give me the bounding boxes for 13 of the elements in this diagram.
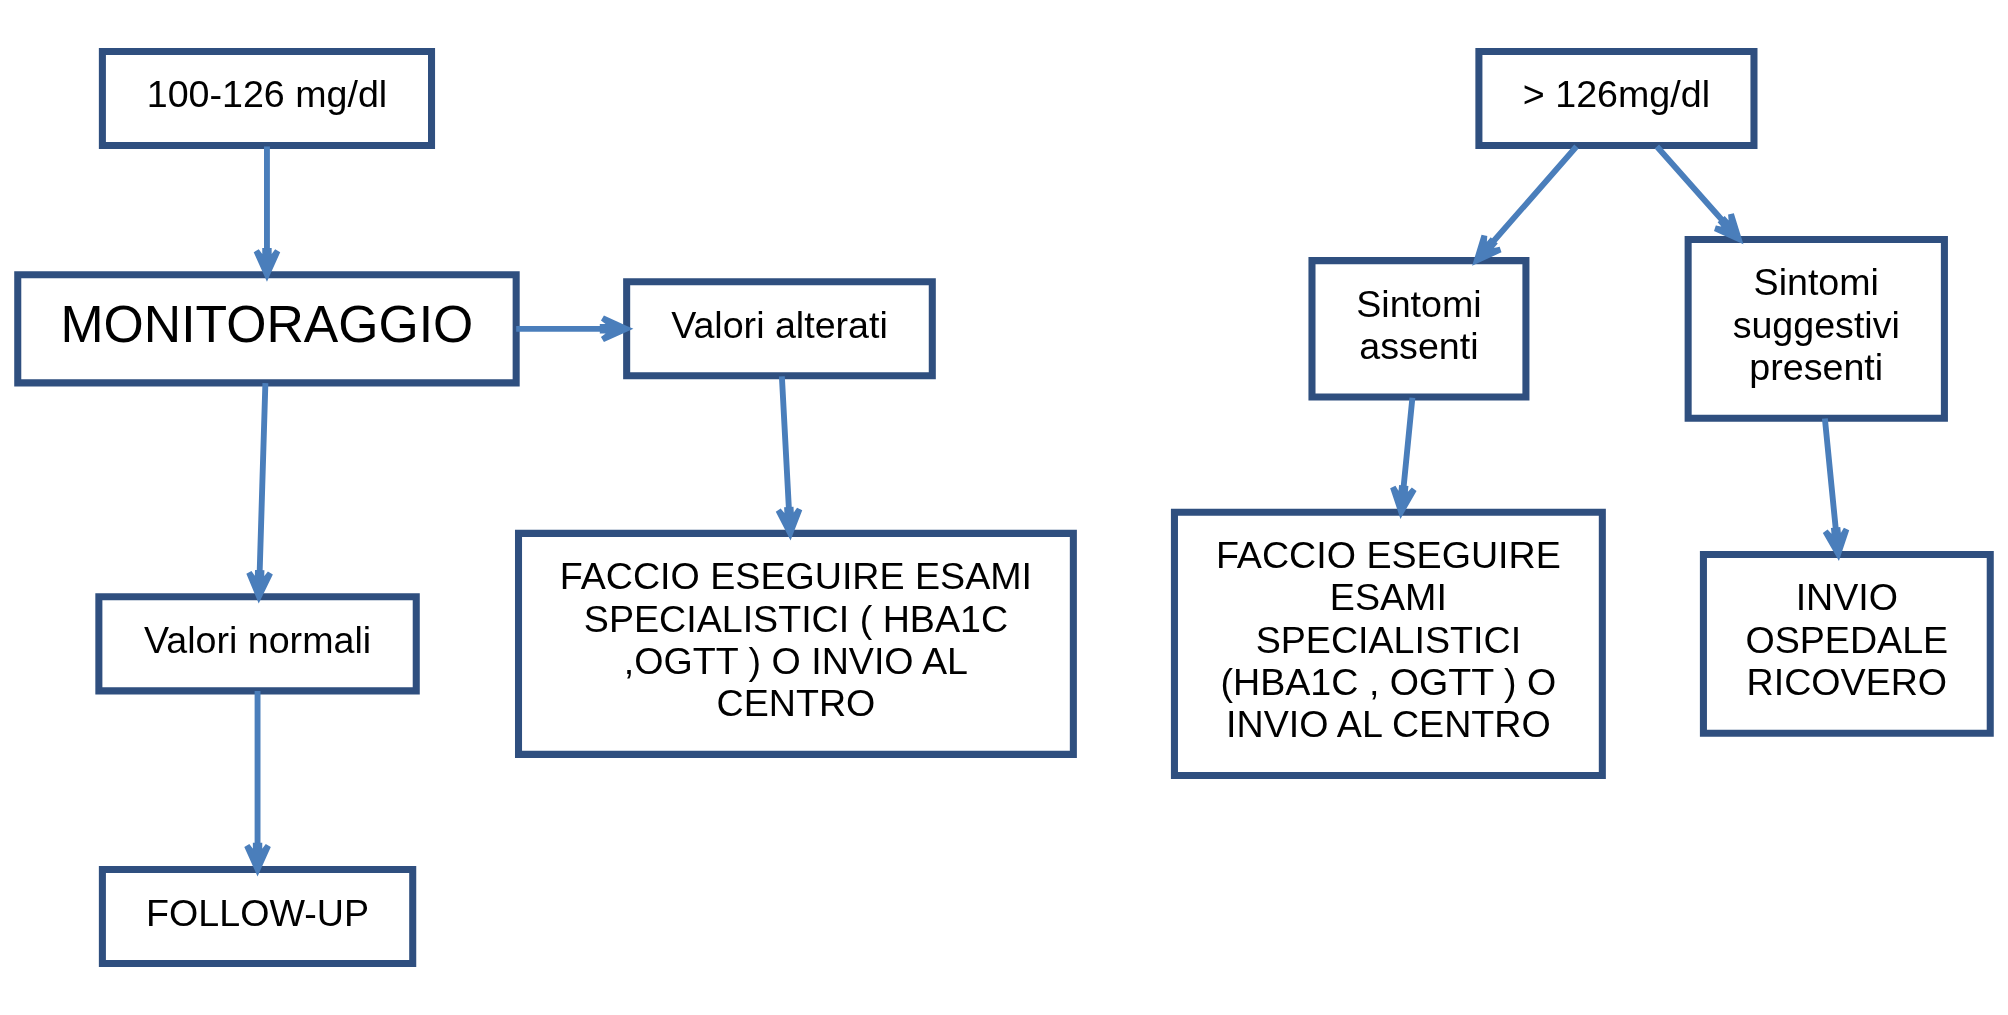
node-box: MONITORAGGIO — [14, 271, 520, 387]
node-box: FACCIO ESEGUIRE ESAMI SPECIALISTICI (HBA1C , OGTT ) O INVIO AL CENTRO — [1170, 508, 1606, 780]
node-box: INVIO OSPEDALE RICOVERO — [1699, 551, 1994, 737]
arrow — [1473, 144, 1579, 264]
node-box: Valori alterati — [623, 278, 936, 380]
node-box: Sintomi assenti — [1308, 257, 1530, 401]
node-box: FOLLOW-UP — [98, 866, 417, 968]
node-box: 100-126 mg/dl — [98, 47, 436, 149]
node-box: Sintomi suggestivi presenti — [1684, 235, 1948, 422]
node-box: FACCIO ESEGUIRE ESAMI SPECIALISTICI ( HBA1C ,OGTT ) O INVIO AL CENTRO — [515, 529, 1077, 758]
node-box: > 126mg/dl — [1475, 47, 1758, 149]
node-box: Valori normali — [95, 593, 420, 695]
arrow — [1654, 144, 1742, 242]
